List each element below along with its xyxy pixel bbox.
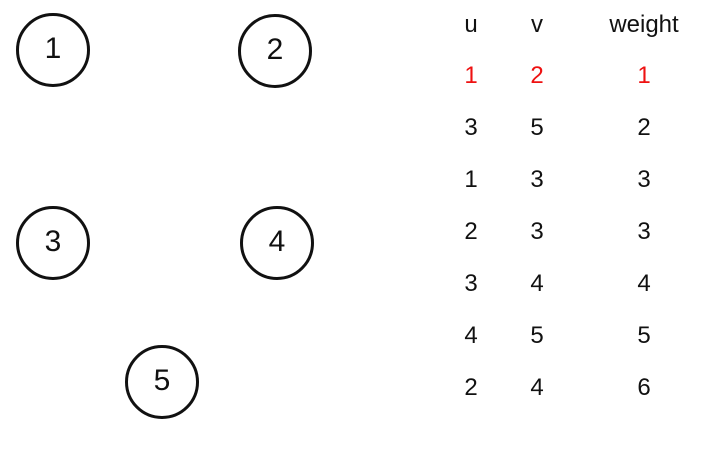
edge-cell-u: 3 bbox=[464, 270, 478, 297]
edge-table-header-row: u v weight bbox=[440, 0, 716, 50]
column-header-u: u bbox=[464, 11, 478, 38]
edge-cell-v: 2 bbox=[530, 62, 544, 89]
edge-cell-u: 4 bbox=[464, 322, 478, 349]
edge-cell-weight: 4 bbox=[637, 270, 651, 297]
table-row-highlighted[interactable]: 1 2 1 bbox=[440, 50, 716, 102]
graph-node-label: 5 bbox=[153, 364, 171, 397]
table-row[interactable]: 4 5 5 bbox=[440, 310, 716, 362]
table-row[interactable]: 3 4 4 bbox=[440, 258, 716, 310]
graph-node-2[interactable]: 2 bbox=[238, 14, 312, 88]
table-row[interactable]: 1 3 3 bbox=[440, 154, 716, 206]
edge-cell-v: 5 bbox=[530, 322, 544, 349]
edge-cell-weight: 5 bbox=[637, 322, 651, 349]
edge-cell-weight: 1 bbox=[637, 62, 651, 89]
edge-cell-u: 1 bbox=[464, 166, 478, 193]
edge-table-header: u v weight bbox=[440, 0, 716, 50]
table-row[interactable]: 3 5 2 bbox=[440, 102, 716, 154]
edge-table-panel: u v weight 1 2 1 3 5 2 1 3 3 2 3 3 3 4 4 4 5 5 2 4 6 bbox=[440, 0, 716, 454]
graph-node-1[interactable]: 1 bbox=[16, 13, 90, 87]
graph-node-label: 4 bbox=[268, 225, 286, 258]
edge-cell-weight: 2 bbox=[637, 114, 651, 141]
graph-node-5[interactable]: 5 bbox=[125, 345, 199, 419]
edge-cell-v: 4 bbox=[530, 270, 544, 297]
edge-cell-u: 2 bbox=[464, 374, 478, 401]
edge-cell-v: 3 bbox=[530, 166, 544, 193]
edge-cell-v: 3 bbox=[530, 218, 544, 245]
column-header-weight: weight bbox=[609, 11, 679, 38]
edge-cell-weight: 6 bbox=[637, 374, 651, 401]
edge-cell-weight: 3 bbox=[637, 166, 651, 193]
graph-node-4[interactable]: 4 bbox=[240, 206, 314, 280]
edge-cell-u: 3 bbox=[464, 114, 478, 141]
graph-node-3[interactable]: 3 bbox=[16, 206, 90, 280]
graph-node-label: 1 bbox=[44, 32, 62, 65]
edge-cell-u: 2 bbox=[464, 218, 478, 245]
edge-cell-weight: 3 bbox=[637, 218, 651, 245]
graph-panel: 1 2 3 4 5 bbox=[16, 13, 314, 419]
edge-cell-v: 5 bbox=[530, 114, 544, 141]
table-row[interactable]: 2 4 6 bbox=[440, 362, 716, 414]
edge-list-table: u v weight 1 2 1 3 5 2 1 3 3 2 3 3 3 4 4 4 5 5 2 4 6 bbox=[440, 0, 716, 414]
table-row[interactable]: 2 3 3 bbox=[440, 206, 716, 258]
column-header-v: v bbox=[531, 11, 543, 38]
edge-cell-u: 1 bbox=[464, 62, 478, 89]
edge-table-body: 1 2 1 3 5 2 1 3 3 2 3 3 3 4 4 4 5 5 2 4 6 bbox=[440, 50, 716, 414]
graph-node-label: 3 bbox=[44, 225, 62, 258]
graph-node-label: 2 bbox=[266, 33, 284, 66]
edge-cell-v: 4 bbox=[530, 374, 544, 401]
